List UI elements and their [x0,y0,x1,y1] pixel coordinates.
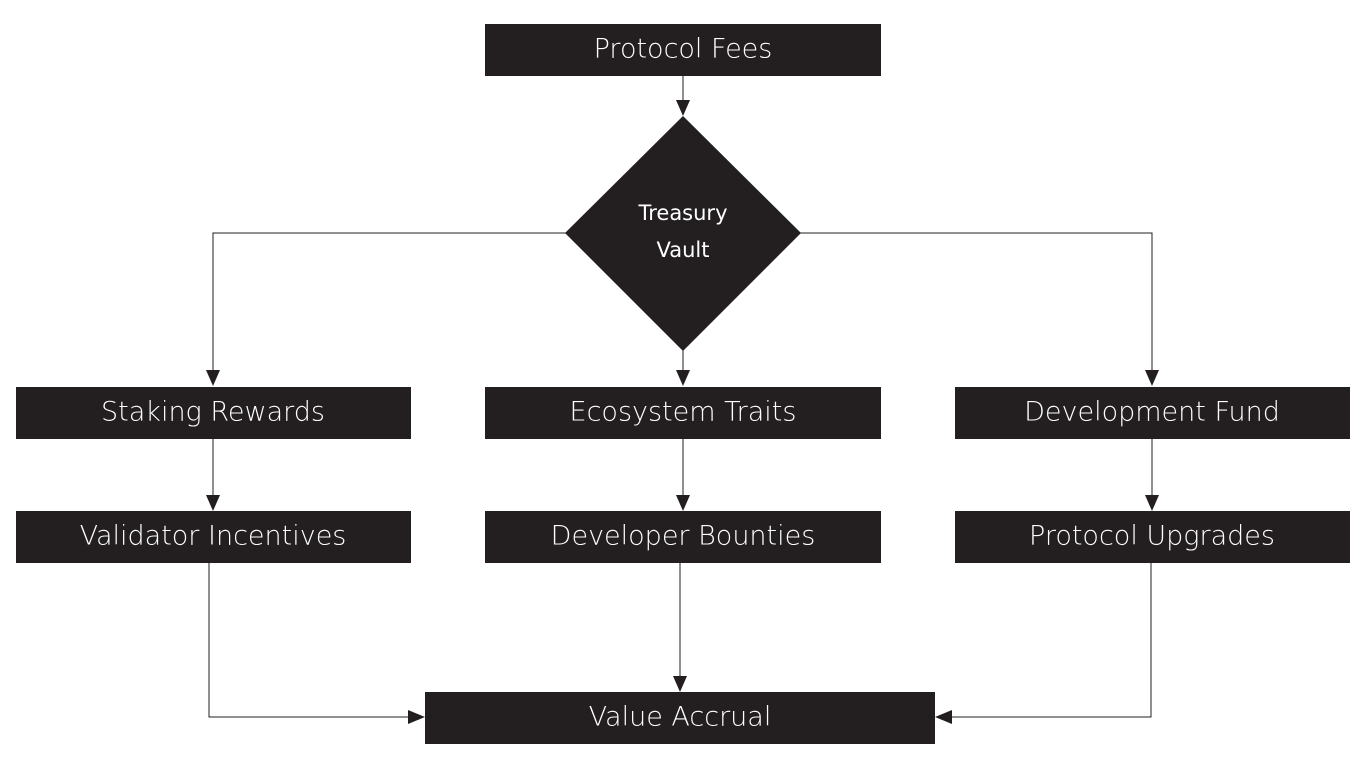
node-treasury-vault: Treasury Vault [565,116,801,351]
node-label-line2: Vault [657,238,710,262]
node-box [485,511,881,563]
arrowhead [676,370,690,386]
node-label: Staking Rewards [101,397,325,428]
node-box [16,387,411,439]
arrowhead [206,495,220,511]
node-label: Validator Incentives [80,521,347,552]
node-box [485,387,881,439]
node-label-line1: Treasury [637,201,727,225]
node-label: Developer Bounties [551,521,816,552]
node-label: Development Fund [1024,397,1280,428]
node-staking-rewards: Staking Rewards [16,387,411,439]
arrowhead [676,495,690,511]
decision-diamond [565,116,801,351]
node-box [485,24,881,76]
node-protocol-fees: Protocol Fees [485,24,881,76]
arrowhead [1145,495,1159,511]
node-developer-bounties: Developer Bounties [485,511,881,563]
arrowhead [408,710,425,724]
node-development-fund: Development Fund [955,387,1350,439]
node-label: Value Accrual [589,702,772,733]
arrowhead [935,710,952,724]
edge-vault-to-staking [212,232,566,372]
node-protocol-upgrades: Protocol Upgrades [955,511,1350,563]
node-validator-incentives: Validator Incentives [16,511,411,563]
node-ecosystem-traits: Ecosystem Traits [485,387,881,439]
arrowhead [1145,370,1159,386]
arrowhead [676,100,690,116]
node-box [425,692,935,744]
edges [206,75,1159,724]
edge-validator-to-accrual [208,562,410,718]
edge-upgrades-to-accrual [950,562,1152,718]
edge-vault-to-devfund [800,232,1153,372]
node-value-accrual: Value Accrual [425,692,935,744]
arrowhead [206,370,220,386]
node-box [16,511,411,563]
node-box [955,387,1350,439]
node-box [955,511,1350,563]
node-label: Protocol Fees [594,34,773,65]
node-label: Protocol Upgrades [1029,521,1275,552]
node-label: Ecosystem Traits [570,397,797,428]
arrowhead [673,676,687,692]
